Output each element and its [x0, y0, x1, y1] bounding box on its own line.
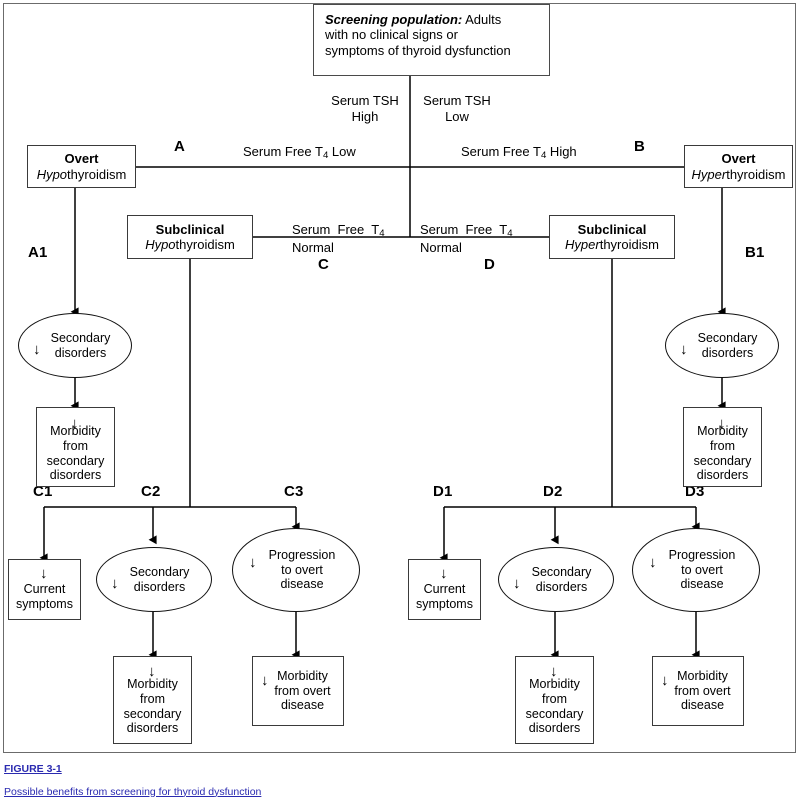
node-b1-secondary-disorders: ↓ Secondary disorders	[665, 313, 779, 378]
node-d3-progression: ↓ Progression to overt disease	[632, 528, 760, 612]
c3-morbidity-text: Morbidity from overt disease	[274, 668, 331, 713]
node-c3-progression: ↓ Progression to overt disease	[232, 528, 360, 612]
subclin-hyper-prefix: Hyper	[565, 237, 600, 252]
c2-morbidity-text: Morbidity from secondary disorders	[123, 677, 182, 736]
overt-hypo-title: Overt	[64, 151, 99, 167]
down-arrow-icon: ↓	[649, 554, 657, 571]
node-c2-secondary-disorders: ↓ Secondary disorders	[96, 547, 212, 612]
figure-frame	[3, 3, 796, 753]
figure-number-link[interactable]: FIGURE 3-1	[4, 763, 62, 775]
node-c2-morbidity: ↓ Morbidity from secondary disorders	[113, 656, 192, 744]
tag-D3: D3	[685, 483, 705, 500]
d2-secondary-text: Secondary disorders	[531, 564, 592, 594]
node-d3-morbidity: ↓ Morbidity from overt disease	[652, 656, 744, 726]
down-arrow-icon: ↓	[71, 415, 79, 432]
down-arrow-icon: ↓	[40, 565, 48, 582]
node-a1-morbidity: ↓ Morbidity from secondary disorders	[36, 407, 115, 487]
tag-C: C	[318, 256, 330, 273]
tag-A: A	[174, 138, 186, 155]
d3-progression-text: Progression to overt disease	[668, 547, 736, 592]
node-c1-current-symptoms: ↓ Current symptoms	[8, 559, 81, 620]
down-arrow-icon: ↓	[680, 341, 688, 358]
screening-population-box: Screening population: Adults with no cli…	[313, 4, 550, 76]
figure-caption: FIGURE 3-1 Possible benefits from screen…	[4, 762, 261, 801]
edge-label-tsh-low: Serum TSH Low	[423, 93, 491, 124]
down-arrow-icon: ↓	[148, 663, 156, 680]
node-c3-morbidity: ↓ Morbidity from overt disease	[252, 656, 344, 726]
screening-label: Screening population:	[325, 12, 463, 27]
tag-B: B	[634, 138, 646, 155]
d1-current-text: Current symptoms	[416, 581, 473, 611]
figure-caption-link[interactable]: Possible benefits from screening for thy…	[4, 785, 262, 798]
c2-secondary-text: Secondary disorders	[129, 564, 190, 594]
down-arrow-icon: ↓	[249, 554, 257, 571]
a1-morbidity-text: Morbidity from secondary disorders	[46, 424, 105, 483]
a1-secondary-text: Secondary disorders	[50, 330, 111, 360]
down-arrow-icon: ↓	[661, 672, 669, 689]
tag-D: D	[484, 256, 496, 273]
down-arrow-icon: ↓	[440, 565, 448, 582]
subclin-hypo-prefix: Hypo	[145, 237, 176, 252]
node-b1-morbidity: ↓ Morbidity from secondary disorders	[683, 407, 762, 487]
c3-progression-text: Progression to overt disease	[268, 547, 336, 592]
down-arrow-icon: ↓	[718, 415, 726, 432]
overt-hypo-prefix: Hypo	[36, 166, 68, 182]
edge-label-ft4-high: Serum Free T4 High	[461, 144, 577, 162]
node-d1-current-symptoms: ↓ Current symptoms	[408, 559, 481, 620]
d2-morbidity-text: Morbidity from secondary disorders	[525, 677, 584, 736]
tag-D2: D2	[543, 483, 563, 500]
node-a1-secondary-disorders: ↓ Secondary disorders	[18, 313, 132, 378]
b1-secondary-text: Secondary disorders	[697, 330, 758, 360]
subclin-hyper-title: Subclinical	[577, 221, 647, 237]
tag-C2: C2	[141, 483, 161, 500]
screening-line1-rest: Adults	[462, 12, 502, 27]
tag-A1: A1	[28, 244, 48, 261]
overt-hyper-prefix: Hyper	[691, 166, 727, 182]
subclin-hypo-suffix: thyroidism	[175, 237, 235, 252]
down-arrow-icon: ↓	[33, 341, 41, 358]
tag-C3: C3	[284, 483, 304, 500]
screening-line3: symptoms of thyroid dysfunction	[325, 42, 511, 58]
overt-hyper-title: Overt	[721, 151, 756, 167]
c1-current-text: Current symptoms	[16, 581, 73, 611]
screening-line2: with no clinical signs or	[325, 27, 458, 43]
overt-hyper-suffix: thyroidism	[726, 166, 786, 182]
down-arrow-icon: ↓	[513, 575, 521, 592]
edge-label-tsh-high: Serum TSH High	[331, 93, 399, 124]
node-d2-secondary-disorders: ↓ Secondary disorders	[498, 547, 614, 612]
tag-C1: C1	[33, 483, 53, 500]
down-arrow-icon: ↓	[111, 575, 119, 592]
b1-morbidity-text: Morbidity from secondary disorders	[693, 424, 752, 483]
tag-D1: D1	[433, 483, 453, 500]
node-d2-morbidity: ↓ Morbidity from secondary disorders	[515, 656, 594, 744]
d3-morbidity-text: Morbidity from overt disease	[674, 668, 731, 713]
overt-hypo-suffix: thyroidism	[67, 166, 127, 182]
tag-B1: B1	[745, 244, 765, 261]
edge-label-ft4-low: Serum Free T4 Low	[243, 144, 356, 162]
subclin-hypo-title: Subclinical	[155, 221, 225, 237]
down-arrow-icon: ↓	[261, 672, 269, 689]
subclin-hyper-suffix: thyroidism	[599, 237, 659, 252]
down-arrow-icon: ↓	[550, 663, 558, 680]
